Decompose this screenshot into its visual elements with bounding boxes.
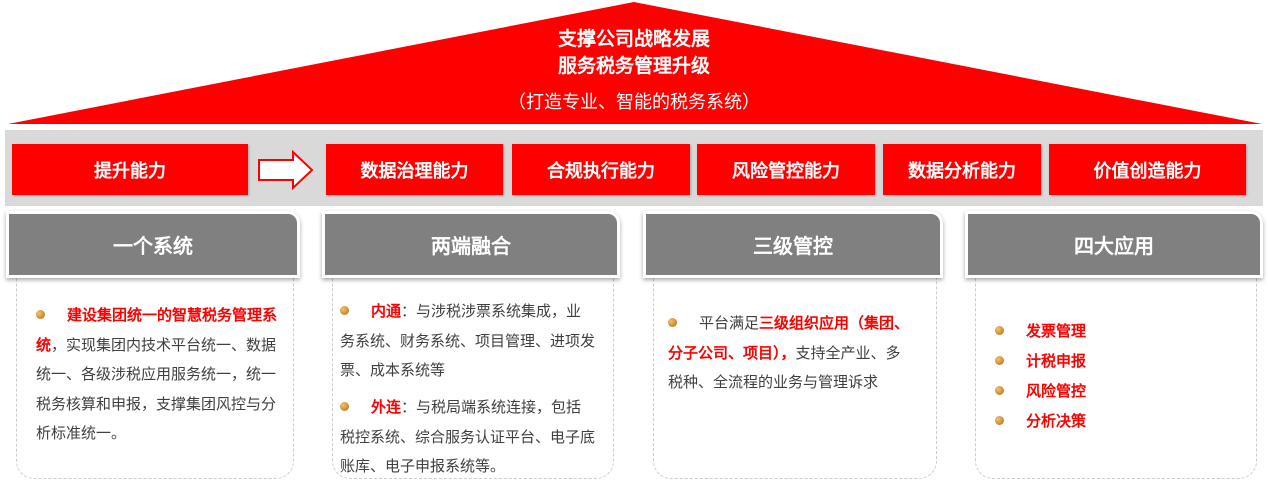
roof-triangle (8, 2, 1262, 124)
list-item: 分析决策 (995, 406, 1086, 436)
card-text: 内通：与涉税涉票系统集成，业务系统、财务系统、项目管理、进项发票、成本系统等 (340, 297, 596, 386)
body-text: 支持全产业、多税种、全流程的业务与管理诉求 (668, 343, 901, 392)
capability-item: 合规执行能力 (512, 144, 690, 195)
highlight-text: 三级组织应用（集团、分子公司、项目）， (668, 314, 910, 362)
body-text: ：与涉税涉票系统集成，业务系统、财务系统、项目管理、进项发票、成本系统等 (340, 302, 596, 379)
card-title: 三级管控 (643, 211, 943, 278)
capability-lead: 提升能力 (12, 144, 248, 195)
app-list: 发票管理 计税申报 风险管控 分析决策 (995, 316, 1086, 436)
card-text: 平台满足三级组织应用（集团、分子公司、项目），支持全产业、多税种、全流程的业务与… (668, 309, 913, 398)
card-text: 外连：与税局端系统连接，包括税控系统、综合服务认证平台、电子底账库、电子申报系统… (340, 393, 596, 482)
card-title: 两端融合 (322, 211, 620, 278)
card-two-ends: 两端融合 内通：与涉税涉票系统集成，业务系统、财务系统、项目管理、进项发票、成本… (322, 211, 620, 479)
roof-subtitle: （打造专业、智能的税务系统） (508, 92, 760, 113)
bullet-icon (340, 402, 349, 411)
capability-item: 数据治理能力 (326, 144, 503, 195)
roof-title-line2: 服务税务管理升级 (557, 55, 710, 77)
capability-item: 风险管控能力 (697, 144, 875, 195)
roof-title-line1: 支撑公司战略发展 (557, 28, 710, 50)
bullet-icon (995, 416, 1004, 425)
bullet-icon (36, 310, 45, 319)
list-item: 计税申报 (995, 346, 1086, 376)
card-four-apps: 四大应用 发票管理 计税申报 风险管控 分析决策 (965, 211, 1263, 479)
arrow-right-icon (258, 150, 314, 190)
body-text: ：与税局端系统连接，包括税控系统、综合服务认证平台、电子底账库、电子申报系统等。 (340, 398, 596, 475)
bullet-icon (340, 306, 349, 315)
list-item: 发票管理 (995, 316, 1086, 346)
capability-item: 价值创造能力 (1049, 144, 1246, 195)
highlight-text: 建设集团统一的智慧税务管理系统 (36, 306, 278, 354)
list-item: 风险管控 (995, 376, 1086, 406)
card-one-system: 一个系统 建设集团统一的智慧税务管理系统，实现集团内技术平台统一、数据统一、各级… (6, 211, 300, 479)
card-title: 一个系统 (6, 211, 300, 278)
bullet-icon (995, 326, 1004, 335)
body-text: 平台满足 (699, 314, 760, 332)
body-text: ，实现集团内技术平台统一、数据统一、各级涉税应用服务统一，统一税务核算和申报，支… (36, 335, 277, 443)
bullet-icon (995, 356, 1004, 365)
capability-item: 数据分析能力 (883, 144, 1041, 195)
bullet-icon (995, 386, 1004, 395)
bullet-icon (668, 318, 677, 327)
card-three-level: 三级管控 平台满足三级组织应用（集团、分子公司、项目），支持全产业、多税种、全流… (643, 211, 943, 479)
highlight-text: 内通 (371, 302, 402, 320)
card-title: 四大应用 (965, 211, 1263, 278)
highlight-text: 外连 (371, 398, 402, 416)
card-text: 建设集团统一的智慧税务管理系统，实现集团内技术平台统一、数据统一、各级涉税应用服… (36, 301, 281, 449)
